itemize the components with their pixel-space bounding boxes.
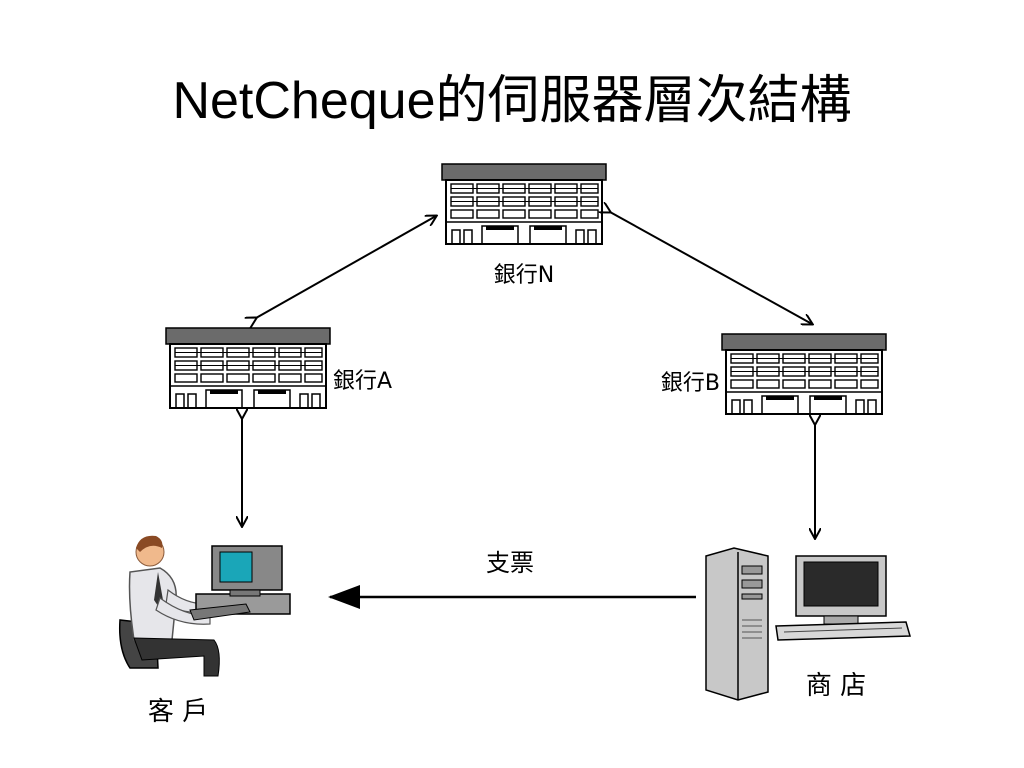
bank-n-building-icon [441, 163, 607, 245]
bank-n-label: 銀行N [494, 263, 554, 288]
customer-workstation-icon [118, 535, 291, 677]
slide-title: NetCheque的伺服器層次結構 [172, 72, 852, 130]
shop-label: 商 店 [806, 671, 866, 701]
bank-a-building-icon [165, 327, 331, 409]
bank-b-label: 銀行B [661, 371, 720, 396]
arrow-bank-a-bank-n [256, 216, 436, 318]
bank-b-building-icon [721, 333, 887, 415]
arrow-bank-n-bank-b [610, 212, 812, 324]
cheque-label: 支票 [486, 549, 534, 577]
bank-a-label: 銀行A [333, 369, 392, 394]
shop-computer-icon [705, 547, 911, 701]
customer-label: 客 戶 [148, 697, 208, 727]
